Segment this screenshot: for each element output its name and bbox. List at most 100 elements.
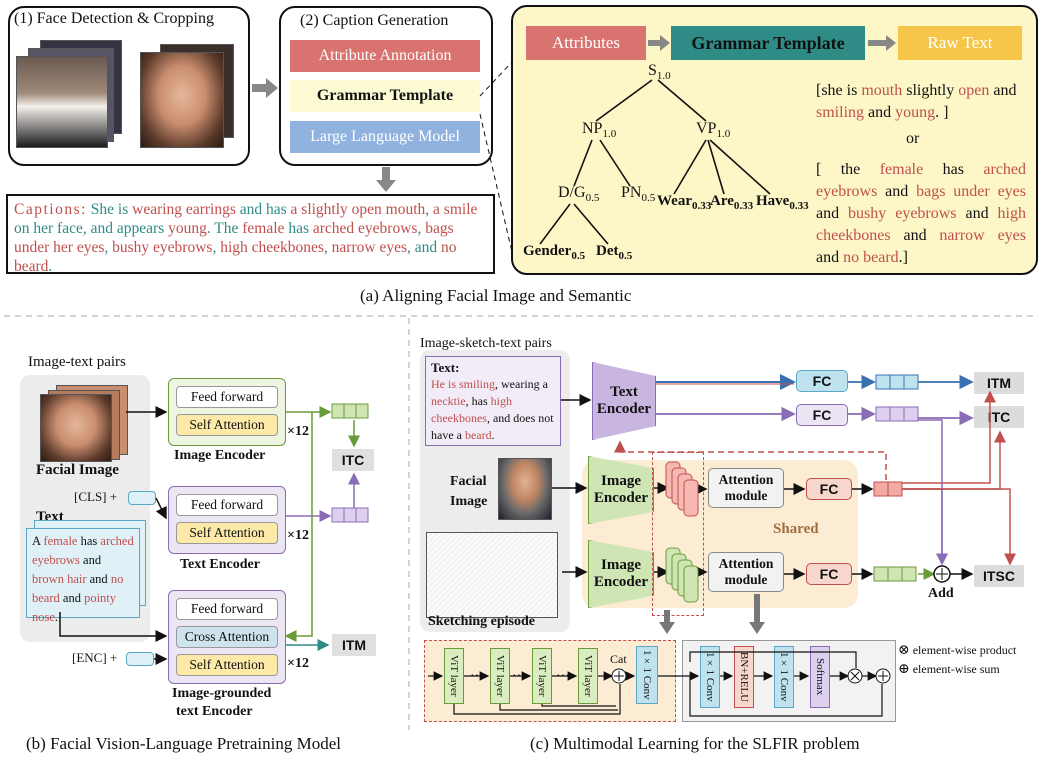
example-2: [ the female has arched eyebrows and bag…: [816, 159, 1026, 269]
b-enc-token-label: [ENC] +: [72, 650, 118, 665]
c-sketch-episode: [426, 532, 558, 618]
gray-arrow-2: [376, 167, 396, 192]
c-conv-2: 1×1 Conv: [700, 646, 720, 708]
c-itc-feature-vector: [875, 406, 919, 422]
tree-pn: PN0.5: [621, 184, 656, 205]
c-fc-itm: FC: [796, 370, 848, 392]
captions-text: She is wearing earrings and has a slight…: [14, 201, 477, 275]
c-text-encoder: Text Encoder: [592, 362, 656, 440]
zoom-line-1: [479, 61, 513, 97]
grammar-template-box: Grammar Template: [290, 80, 480, 112]
tree-wear: Wear0.33: [657, 193, 712, 212]
tree-dg: D/G0.5: [558, 184, 600, 205]
c-vit-layer-2: ViT layer: [490, 648, 510, 704]
b-text-segment: has: [77, 534, 101, 548]
c-fc-image: FC: [806, 478, 852, 500]
c-image-encoder-2: Image Encoder: [588, 540, 654, 608]
tree-det: Det0.5: [596, 243, 633, 262]
b-self-attention-2: Self Attention: [176, 522, 278, 544]
c-attention-module-1: Attention module: [708, 468, 784, 508]
flow-attributes: Attributes: [526, 26, 646, 60]
example1-segment: open: [958, 82, 990, 99]
example-or: or: [906, 130, 920, 147]
example2-segment: and: [956, 205, 998, 222]
b-text-encoder-label: Text Encoder: [180, 557, 260, 572]
c-pairs-label: Image-sketch-text pairs: [420, 336, 552, 351]
attribute-annotation-box: Attribute Annotation: [290, 40, 480, 72]
cropped-face: [140, 52, 224, 148]
product-icon: ⊗: [898, 643, 910, 658]
c-conv-1: 1×1 Conv: [636, 646, 658, 704]
example2-segment: narrow eyes: [939, 227, 1026, 244]
example1-segment: and: [989, 82, 1017, 99]
b-text-segment: .: [54, 610, 59, 624]
sum-icon: ⊕: [898, 662, 910, 677]
caption-segment: ,: [212, 239, 221, 256]
c-image-feature-stack: [665, 461, 699, 517]
flow-arrow-1: [648, 35, 670, 51]
c-text-segment: smiling: [459, 377, 496, 391]
c-itm-feature-vector: [875, 374, 919, 390]
example1-segment: smiling: [816, 104, 865, 121]
b-text-segment: female: [43, 534, 78, 548]
c-text-segment: beard: [464, 428, 492, 442]
captions-label: Captions:: [14, 201, 87, 218]
example2-segment: .]: [898, 249, 908, 266]
caption-segment: . The: [206, 220, 243, 237]
c-add-label: Add: [928, 586, 954, 601]
step2-title: (2) Caption Generation: [300, 12, 449, 29]
example2-segment: and: [816, 249, 844, 266]
c-itc: ITC: [974, 406, 1024, 428]
caption-segment: ,: [323, 239, 332, 256]
c-text-doc: Text: He is smiling, wearing a necktie, …: [425, 356, 561, 446]
b-image-feature-vector: [331, 403, 369, 419]
b-self-attention-1: Self Attention: [176, 414, 278, 436]
example1-segment: mouth: [861, 82, 903, 99]
example2-segment: high cheekbones: [816, 205, 1026, 244]
example1-segment: [she is: [816, 82, 862, 99]
tree-are: Are0.33: [710, 193, 754, 212]
gray-arrow-1: [252, 78, 278, 98]
caption-b: (b) Facial Vision-Language Pretraining M…: [26, 734, 341, 753]
c-facial-label: Facial: [450, 474, 487, 489]
c-facial-photo: [498, 458, 552, 520]
flow-grammar-template: Grammar Template: [671, 26, 865, 60]
example2-segment: bushy eyebrows: [848, 205, 957, 222]
c-softmax: Softmax: [810, 646, 830, 708]
b-itc: ITC: [332, 449, 374, 471]
b-text-segment: A: [32, 534, 44, 548]
caption-segment: bushy eyebrows: [112, 239, 213, 256]
example2-segment: female: [879, 161, 924, 178]
c-text-body: He is smiling, wearing a necktie, has hi…: [431, 376, 555, 444]
example2-segment: and: [816, 205, 849, 222]
tree-have: Have0.33: [756, 193, 809, 212]
b-cls-token-label: [CLS] +: [74, 489, 118, 504]
b-text-segment: and: [79, 553, 102, 567]
b-text-segment: arched eyebrows: [32, 534, 134, 567]
caption-segment: , and: [407, 239, 442, 256]
example2-segment: [ the: [816, 161, 880, 178]
flow-raw-text: Raw Text: [898, 26, 1022, 60]
b-cross-attention: Cross Attention: [176, 626, 278, 648]
example2-segment: arched eyebrows: [816, 161, 1026, 200]
caption-segment: wearing earrings: [132, 201, 236, 218]
svg-text:···: ···: [470, 669, 484, 684]
b-feed-forward-3: Feed forward: [176, 598, 278, 620]
flow-arrow-2: [868, 35, 896, 51]
captions-box: Captions: She is wearing earrings and ha…: [6, 194, 495, 275]
step1-title: (1) Face Detection & Cropping: [14, 10, 214, 27]
b-x12-2: ×12: [287, 528, 309, 543]
caption-segment: ,: [417, 220, 426, 237]
caption-segment: has: [284, 220, 313, 237]
tree-vp: VP1.0: [696, 120, 731, 141]
b-cls-token: [128, 491, 156, 505]
b-grounded-label-1: Image-grounded: [172, 686, 272, 701]
example2-segment: has: [923, 161, 984, 178]
c-image-feature-vector: [873, 481, 903, 497]
c-sketch-episode-label: Sketching episode: [428, 614, 535, 629]
c-sketch-feature-stack: [665, 547, 699, 603]
caption-segment: and has: [235, 201, 291, 218]
caption-segment: arched eyebrows: [312, 220, 418, 237]
c-cat-label: Cat: [610, 652, 627, 666]
caption-segment: ,: [104, 239, 113, 256]
